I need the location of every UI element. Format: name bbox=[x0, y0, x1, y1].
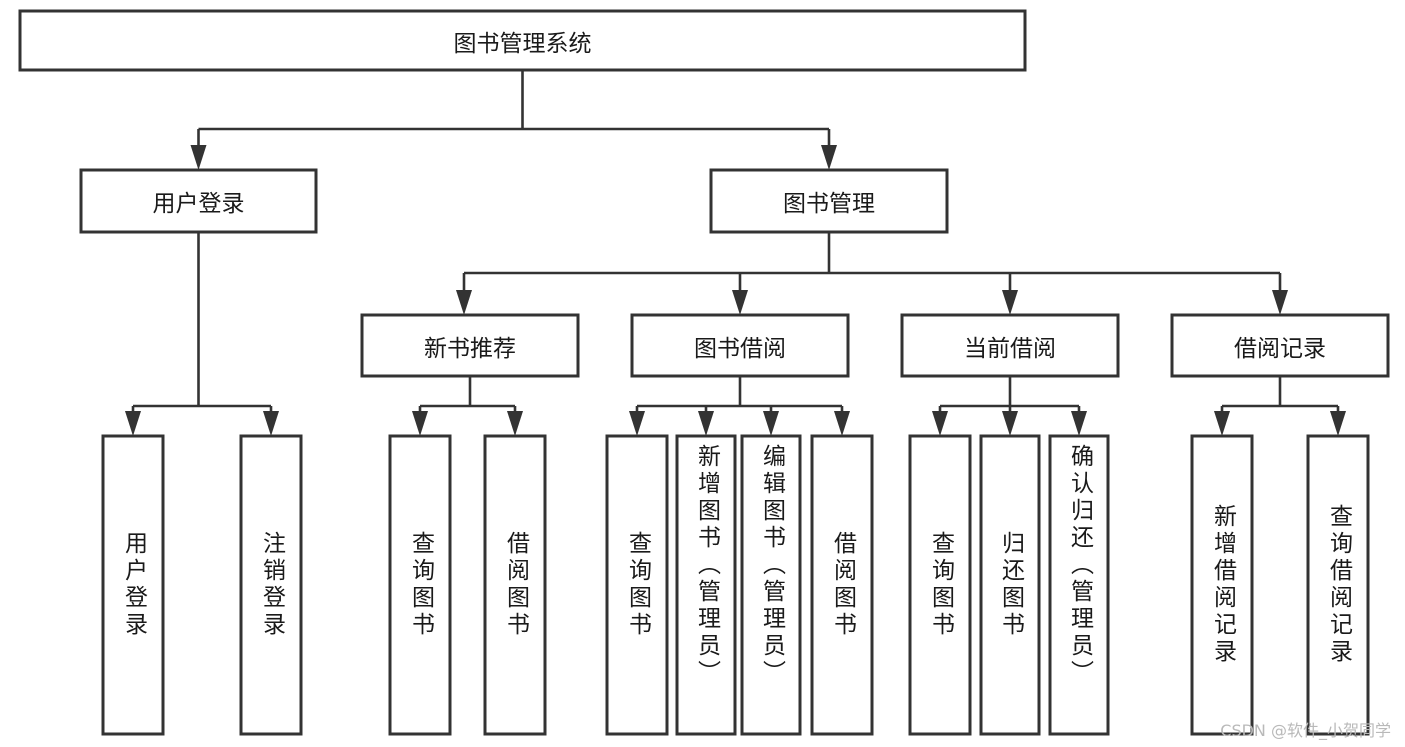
arrow-head-borrow-borrow-book bbox=[834, 411, 850, 436]
node-box-new-book-recommend[interactable] bbox=[360, 313, 580, 378]
arrow-head-borrow-record bbox=[1272, 290, 1288, 315]
node-box-book-management[interactable] bbox=[709, 168, 949, 234]
arrow-head-current-return-book bbox=[1002, 411, 1018, 436]
arrow-head-borrow-add-book bbox=[698, 411, 714, 436]
node-box-leaf-borrow-add-book[interactable] bbox=[675, 434, 737, 736]
arrow-head-new-book-rec bbox=[456, 290, 472, 315]
node-box-leaf-borrow-query-book[interactable] bbox=[605, 434, 669, 736]
node-box-leaf-record-add[interactable] bbox=[1190, 434, 1254, 736]
arrow-head-leaf-user-login bbox=[125, 411, 141, 436]
arrow-head-current-query-book bbox=[932, 411, 948, 436]
node-box-leaf-rec-borrow-book[interactable] bbox=[483, 434, 547, 736]
arrow-head-borrow-edit-book bbox=[763, 411, 779, 436]
node-box-leaf-current-query-book[interactable] bbox=[908, 434, 972, 736]
arrow-head-rec-query-book bbox=[412, 411, 428, 436]
node-box-leaf-record-query[interactable] bbox=[1306, 434, 1370, 736]
arrow-head-user-login bbox=[190, 145, 207, 170]
connector-group-borrow-record bbox=[1214, 376, 1346, 436]
connector-group-user-login bbox=[125, 232, 279, 436]
node-box-book-borrow[interactable] bbox=[630, 313, 850, 378]
arrow-head-rec-borrow-book bbox=[507, 411, 523, 436]
connector-group-root bbox=[190, 70, 837, 170]
node-box-leaf-rec-query-book[interactable] bbox=[388, 434, 452, 736]
connector-group-book-borrow bbox=[629, 376, 850, 436]
arrow-head-current-borrow bbox=[1002, 290, 1018, 315]
node-box-leaf-current-return-book[interactable] bbox=[979, 434, 1041, 736]
arrow-head-book-borrow bbox=[732, 290, 748, 315]
node-box-user-login[interactable] bbox=[79, 168, 318, 234]
connector-group-book-mgmt bbox=[456, 232, 1288, 315]
node-box-leaf-user-login[interactable] bbox=[101, 434, 165, 736]
arrow-head-record-add bbox=[1214, 411, 1230, 436]
node-box-borrow-record[interactable] bbox=[1170, 313, 1390, 378]
connector-group-current-borrow bbox=[932, 376, 1087, 436]
node-box-leaf-current-confirm-return[interactable] bbox=[1048, 434, 1110, 736]
node-box-leaf-borrow-edit-book[interactable] bbox=[740, 434, 802, 736]
node-box-current-borrow[interactable] bbox=[900, 313, 1120, 378]
arrow-head-leaf-logout bbox=[263, 411, 279, 436]
watermark-text: CSDN @软件_小贺同学 bbox=[1220, 721, 1391, 740]
node-box-leaf-borrow-borrow-book[interactable] bbox=[810, 434, 874, 736]
node-box-leaf-logout[interactable] bbox=[239, 434, 303, 736]
arrow-head-borrow-query-book bbox=[629, 411, 645, 436]
arrow-head-current-confirm-return bbox=[1071, 411, 1087, 436]
arrow-head-record-query bbox=[1330, 411, 1346, 436]
arrow-head-book-mgmt bbox=[821, 145, 837, 170]
node-box-root[interactable] bbox=[18, 9, 1027, 72]
connector-group-new-book-rec bbox=[412, 376, 523, 436]
